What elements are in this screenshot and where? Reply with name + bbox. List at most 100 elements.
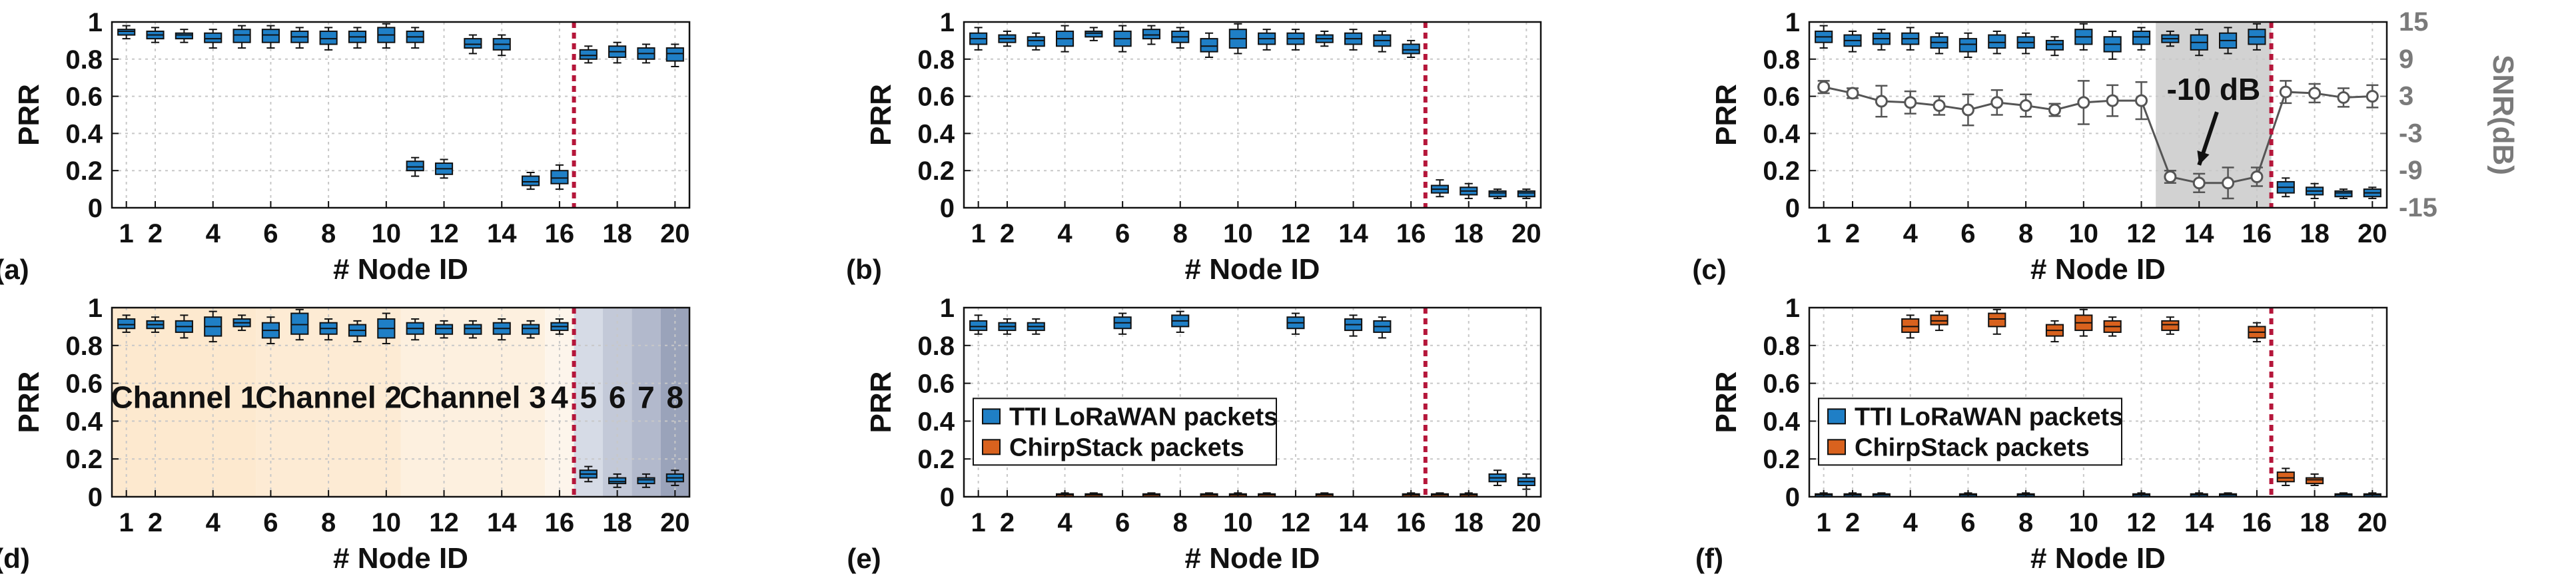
panel-label: (a) — [0, 254, 29, 285]
box-node-2 — [998, 30, 1017, 47]
y-tick-label: 0.6 — [65, 83, 103, 112]
box-node-15 — [522, 171, 540, 190]
snr-point — [1932, 99, 1946, 113]
legend-swatch — [1827, 439, 1846, 455]
x-tick-label: 14 — [487, 219, 517, 248]
x-tick-label: 14 — [1338, 219, 1368, 248]
snr-series — [1817, 80, 2379, 200]
box-node-1 — [117, 314, 136, 333]
x-tick-label: 1 — [1817, 508, 1831, 537]
y-tick-label: 0.4 — [65, 407, 103, 436]
snr-point — [2106, 94, 2119, 107]
snr-point — [2365, 90, 2379, 103]
y-tick-label: 0.2 — [65, 156, 103, 186]
box-node-10 — [1228, 23, 1247, 55]
box-node-10 — [377, 23, 396, 49]
box-node-19 — [637, 43, 655, 64]
plot-frame — [1808, 306, 2388, 498]
y-tick-label: 0.4 — [1763, 119, 1800, 148]
box — [522, 324, 540, 335]
x-tick-label: 14 — [2184, 219, 2214, 248]
x-tick-label: 12 — [429, 219, 459, 248]
snr-point — [2337, 91, 2350, 104]
box — [2334, 190, 2353, 198]
box-node-12 — [434, 158, 454, 179]
y-tick-label: 0.6 — [917, 83, 955, 112]
series-tti-lorawan-packets — [969, 310, 1535, 490]
box-node-20 — [665, 43, 684, 67]
box-node-12 — [1286, 312, 1305, 335]
box — [1930, 314, 1948, 326]
box-node-13 — [2161, 316, 2180, 335]
x-axis-label: # Node ID — [333, 542, 468, 575]
annotation-text: -10 dB — [2167, 72, 2261, 107]
plot-frame — [111, 306, 691, 498]
box-node-10 — [377, 312, 396, 344]
box-node-5 — [1930, 310, 1948, 332]
x-tick-label: 10 — [2069, 508, 2099, 537]
box-node-15 — [522, 320, 540, 339]
channel-band — [632, 308, 661, 497]
box-node-8 — [319, 27, 338, 51]
box — [175, 32, 193, 40]
snr-point — [1817, 81, 1831, 94]
box-node-16 — [2248, 23, 2266, 51]
y-tick-label: 0 — [940, 483, 955, 512]
x-tick-label: 6 — [263, 508, 278, 537]
series-tti — [1815, 23, 2381, 200]
snr-point — [1904, 96, 1917, 109]
box-node-1 — [1815, 25, 1833, 49]
y-tick-label: 0.2 — [1763, 445, 1800, 474]
box-node-18 — [1460, 182, 1478, 200]
y-tick-label: 0.6 — [1763, 83, 1800, 112]
y-tick-label: 0 — [1785, 483, 1800, 512]
x-tick-label: 4 — [206, 219, 221, 248]
box-node-11 — [406, 318, 424, 341]
box-node-16 — [2248, 322, 2266, 343]
box-node-6 — [1113, 25, 1132, 53]
box — [2161, 320, 2180, 332]
box — [406, 160, 424, 172]
box — [1488, 190, 1507, 198]
box-node-16 — [550, 164, 569, 190]
x-tick-label: 2 — [1845, 219, 1860, 248]
y-axis-label: PRR — [13, 372, 45, 434]
box-node-4 — [204, 29, 222, 49]
snr-point — [1990, 96, 2004, 109]
box — [434, 324, 454, 335]
x-axis-label: # Node ID — [1185, 253, 1320, 286]
x-axis-label: # Node ID — [1185, 542, 1320, 575]
snr-point — [2135, 94, 2148, 107]
y-tick-label: 1 — [940, 294, 955, 323]
x-tick-label: 8 — [321, 508, 336, 537]
y-tick-label: 0.4 — [917, 407, 955, 436]
box-node-18 — [608, 473, 627, 488]
channel-band — [112, 308, 256, 497]
box-node-11 — [406, 156, 424, 177]
box — [464, 38, 482, 49]
box — [319, 30, 338, 45]
x-tick-label: 4 — [1057, 219, 1073, 248]
plot-frame — [963, 306, 1542, 498]
box — [579, 49, 598, 60]
box — [1901, 318, 1920, 333]
x-tick-label: 2 — [1000, 508, 1015, 537]
x-tick-label: 1 — [971, 219, 986, 248]
box-node-10 — [2074, 23, 2093, 51]
y-tick-label: 0.6 — [1763, 370, 1800, 399]
series-chirpstack-packets — [1901, 308, 2324, 486]
y-tick-label: 0.8 — [65, 332, 103, 361]
x-tick-label: 12 — [1281, 219, 1311, 248]
channel-label: 7 — [638, 380, 655, 415]
box — [1402, 43, 1420, 55]
x-tick-label: 12 — [2126, 219, 2156, 248]
snr-point — [2048, 103, 2061, 117]
y-tick-label: 0.8 — [1763, 332, 1800, 361]
box — [1958, 38, 1977, 53]
box — [232, 29, 251, 43]
snr-point — [2279, 85, 2292, 99]
box-node-12 — [434, 320, 454, 339]
x-axis-label: # Node ID — [2030, 253, 2166, 286]
box-node-1 — [969, 27, 988, 51]
box-node-18 — [2306, 473, 2324, 486]
